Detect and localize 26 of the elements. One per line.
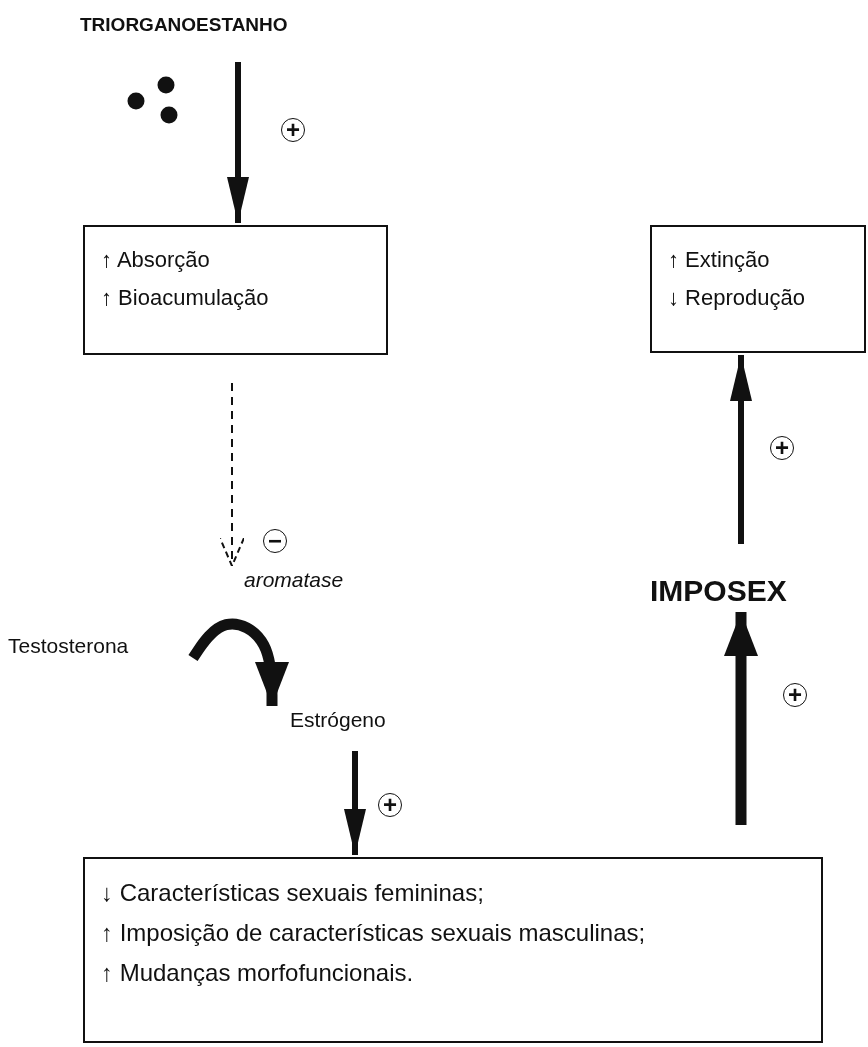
enzyme-label: aromatase (244, 568, 364, 596)
edge-label: + (378, 793, 402, 817)
arrow (730, 355, 752, 544)
arrow (344, 751, 366, 855)
title-text: TRIORGANOESTANHO (80, 14, 300, 42)
effect-text: ↑ Imposição de características sexuais masculinas; (101, 919, 646, 947)
hormone-label: Estrógeno (290, 708, 420, 736)
effect-text: ↑ Absorção (101, 247, 210, 273)
effect-text: ↑ Extinção (668, 247, 770, 273)
effect-text: ↑ Mudanças morfofuncionais. (101, 959, 414, 987)
effect-text: ↓ Reprodução (668, 285, 805, 311)
arrow (227, 62, 249, 223)
dashed-arrow (219, 382, 245, 567)
edge-label: + (770, 435, 794, 460)
effect-box (650, 225, 866, 353)
effect-text: ↑ Bioacumulação (101, 285, 269, 311)
outcome-label: IMPOSEX (650, 574, 840, 610)
effect-box (83, 225, 388, 355)
arrow (188, 618, 289, 706)
arrow (724, 612, 758, 825)
edge-label: + (783, 682, 807, 707)
edge-label: − (263, 528, 287, 553)
effect-text: ↓ Características sexuais femininas; (101, 879, 484, 907)
edge-label: + (281, 117, 305, 142)
hormone-label: Testosterona (8, 634, 173, 662)
effect-box (83, 857, 823, 1043)
